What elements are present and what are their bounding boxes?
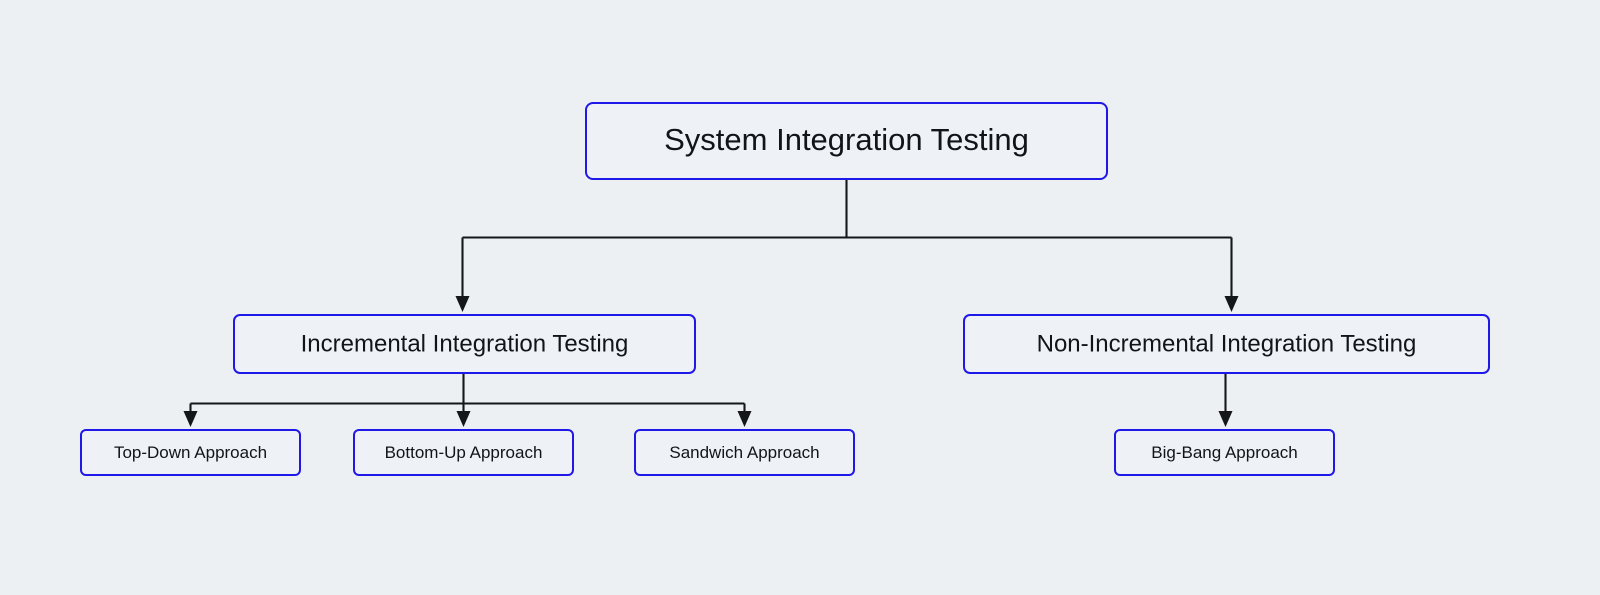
node-non-incremental-integration-testing[interactable]: Non-Incremental Integration Testing [963, 314, 1490, 374]
node-box-top-down[interactable] [80, 429, 301, 476]
node-label-big-bang: Big-Bang Approach [1151, 443, 1298, 462]
node-big-bang-approach[interactable]: Big-Bang Approach [1114, 429, 1335, 476]
arrowhead-big-bang [1218, 411, 1233, 427]
node-box-root[interactable] [585, 102, 1108, 180]
edge-non-incremental-to-big-bang [1218, 373, 1233, 427]
node-label-root: System Integration Testing [664, 122, 1029, 157]
node-label-incremental: Incremental Integration Testing [301, 330, 629, 357]
node-sandwich-approach[interactable]: Sandwich Approach [634, 429, 855, 476]
node-label-non-incremental: Non-Incremental Integration Testing [1037, 330, 1417, 357]
arrowhead-top-down [183, 411, 198, 427]
node-box-sandwich[interactable] [634, 429, 855, 476]
node-incremental-integration-testing[interactable]: Incremental Integration Testing [233, 314, 696, 374]
node-system-integration-testing[interactable]: System Integration Testing [585, 102, 1108, 180]
node-label-bottom-up: Bottom-Up Approach [385, 443, 543, 462]
node-label-sandwich: Sandwich Approach [669, 443, 819, 462]
node-box-bottom-up[interactable] [353, 429, 574, 476]
arrowhead-sandwich [737, 411, 752, 427]
arrowhead-bottom-up [456, 411, 471, 427]
node-bottom-up-approach[interactable]: Bottom-Up Approach [353, 429, 574, 476]
edge-root-to-level1 [455, 179, 1239, 312]
arrowhead-incremental [455, 296, 470, 312]
node-box-non-incremental[interactable] [963, 314, 1490, 374]
edge-incremental-to-leaves [183, 373, 752, 427]
node-box-big-bang[interactable] [1114, 429, 1335, 476]
node-top-down-approach[interactable]: Top-Down Approach [80, 429, 301, 476]
node-label-top-down: Top-Down Approach [114, 443, 267, 462]
node-box-incremental[interactable] [233, 314, 696, 374]
arrowhead-non-incremental [1224, 296, 1239, 312]
